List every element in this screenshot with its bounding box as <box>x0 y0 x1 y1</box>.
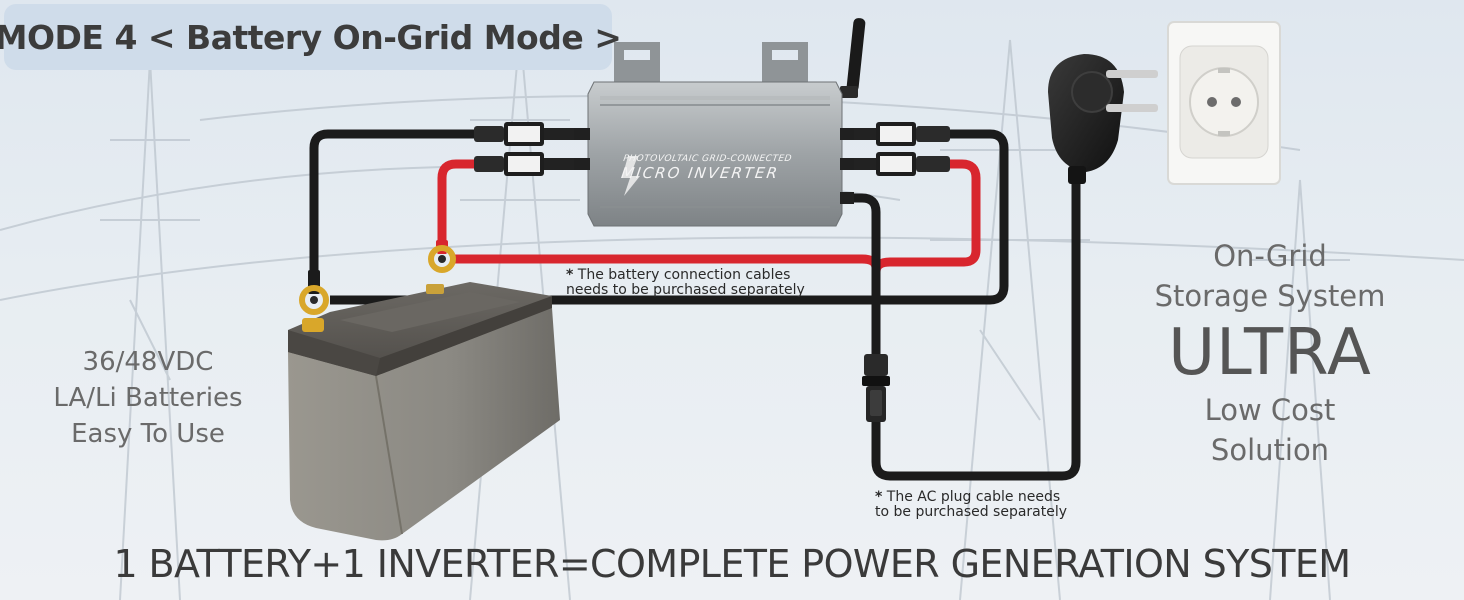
inverter-label-line2: MICRO INVERTER <box>620 164 781 182</box>
ac-connector-icon <box>862 354 890 422</box>
ac-cable-note-line1: The AC plug cable needs <box>886 489 1061 505</box>
battery-type: LA/Li Batteries <box>53 383 243 413</box>
black-cable-right <box>330 129 1009 305</box>
battery-ease: Easy To Use <box>71 419 225 449</box>
note-star: * <box>875 489 883 505</box>
ac-cable-note: * The AC plug cable needs to be purchase… <box>875 490 1067 520</box>
system-line5: Solution <box>1210 433 1330 467</box>
battery-cable-note-line2: needs to be purchased separately <box>566 282 805 298</box>
red-cable-left <box>437 159 862 264</box>
ac-cable <box>846 180 1081 481</box>
plug-icon <box>1048 54 1158 184</box>
inverter-label: PHOTOVOLTAIC GRID-CONNECTED MICRO INVERT… <box>620 154 824 182</box>
system-description: On-Grid Storage System ULTRA Low Cost So… <box>1130 236 1410 470</box>
system-ultra: ULTRA <box>1168 316 1372 390</box>
note-star: * <box>566 267 574 283</box>
battery <box>288 282 560 541</box>
battery-voltage: 36/48VDC <box>82 347 214 377</box>
battery-cable-note-line1: The battery connection cables <box>577 267 791 283</box>
battery-description: 36/48VDC LA/Li Batteries Easy To Use <box>28 344 268 452</box>
ring-terminal-icon <box>428 240 456 273</box>
system-line1: On-Grid <box>1213 239 1327 273</box>
system-line2: Storage System <box>1154 279 1386 313</box>
ac-cable-note-line2: to be purchased separately <box>875 504 1068 520</box>
footer-title: 1 BATTERY+1 INVERTER=COMPLETE POWER GENE… <box>113 542 1352 586</box>
micro-inverter <box>574 18 866 227</box>
black-cable-left <box>309 129 478 292</box>
wifi-antenna-icon <box>840 18 866 98</box>
battery-cable-note: * The battery connection cables needs to… <box>566 268 805 298</box>
wall-socket-icon <box>1167 21 1281 185</box>
system-line4: Low Cost <box>1204 393 1336 427</box>
ring-terminal-icon <box>299 270 329 315</box>
mode-title: MODE 4 < Battery On-Grid Mode > <box>0 17 622 57</box>
mode-header: MODE 4 < Battery On-Grid Mode > <box>0 4 622 70</box>
inverter-label-line1: PHOTOVOLTAIC GRID-CONNECTED <box>622 154 793 164</box>
